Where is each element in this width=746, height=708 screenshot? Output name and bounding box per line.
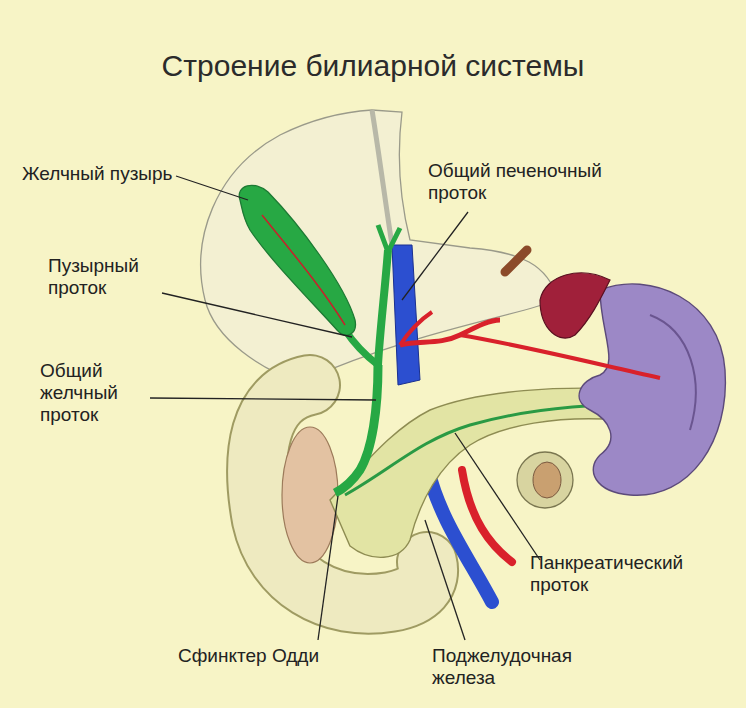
bowel-lumen <box>533 462 561 498</box>
leader-line <box>318 496 338 640</box>
gallbladder <box>239 185 355 335</box>
part-label: Панкреатический проток <box>530 552 735 596</box>
leader-line <box>455 433 540 560</box>
bowel <box>517 452 573 508</box>
leader-line <box>176 176 248 200</box>
leader-line <box>150 398 376 400</box>
part-label: Общий печеночный проток <box>428 160 628 204</box>
part-label: Пузырный проток <box>48 255 160 299</box>
part-label: Поджелудочная железа <box>432 645 604 689</box>
cystic-artery <box>262 215 345 325</box>
leader-line <box>425 520 465 640</box>
diagram-title: Строение билиарной системы <box>0 48 746 84</box>
common-hepatic-duct <box>378 250 388 365</box>
splenic-artery <box>460 335 660 378</box>
hepatic-ducts <box>378 225 400 252</box>
artery-branch <box>400 312 432 345</box>
cystic-duct <box>345 330 378 365</box>
part-label: Сфинктер Одди <box>178 645 319 667</box>
leader-line <box>162 293 352 337</box>
artery <box>462 470 512 562</box>
duodenum-mucosa <box>282 427 338 563</box>
liver-outline <box>201 110 558 382</box>
portal-vein <box>392 245 420 385</box>
spleen <box>579 284 725 495</box>
ligament <box>372 110 392 245</box>
common-bile-duct <box>335 365 378 493</box>
part-label: Общий желчный проток <box>40 360 144 426</box>
part-label: Желчный пузырь <box>22 163 172 185</box>
brown-tube <box>505 250 527 272</box>
leader-lines <box>150 176 540 640</box>
spleen-fold <box>650 315 696 430</box>
leader-line <box>402 212 468 300</box>
spleen-part <box>540 273 610 338</box>
